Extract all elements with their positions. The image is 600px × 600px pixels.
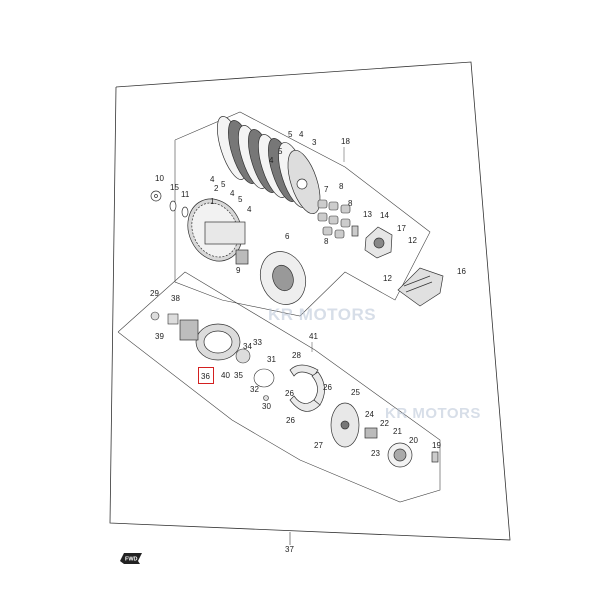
part-label: 4 [210,175,215,184]
part-label: 9 [236,266,241,275]
part-label: 4 [230,189,235,198]
part-label: 33 [253,338,262,347]
clutch-pack-frame [174,111,431,317]
part-label: 2 [214,184,219,193]
part-label: 26 [286,416,295,425]
part-label: 10 [155,174,164,183]
part-label: 4 [269,156,274,165]
part-label: 29 [150,289,159,298]
part-label: 3 [312,138,317,147]
part-label: 14 [380,211,389,220]
highlighted-part-label: 36 [201,372,210,381]
part-label: 26 [323,383,332,392]
fwd-arrow-icon: FWD [120,553,142,564]
part-label: 28 [292,351,301,360]
part-label: 24 [365,410,374,419]
part-label: 20 [409,436,418,445]
clutch-plate-stack [217,116,321,214]
part-label: 34 [243,342,252,351]
clutch-drum [179,319,241,361]
lower-assembly-frame [117,271,441,503]
part-label: 35 [234,371,243,380]
part-label: 30 [262,402,271,411]
part-label: 21 [393,427,402,436]
part-label: 12 [383,274,392,283]
part-label: 38 [171,294,180,303]
part-label: 5 [238,195,243,204]
part-label: 15 [170,183,179,192]
clutch-housing [187,198,249,265]
part-label: 5 [288,130,293,139]
part-label: 8 [324,237,329,246]
part-label: 27 [314,441,323,450]
part-label: 16 [457,267,466,276]
brake-shoes [289,364,325,412]
part-label: 8 [348,199,353,208]
part-label: 17 [397,224,406,233]
part-label: 4 [247,205,252,214]
assembly-frame [109,61,511,541]
part-label: 4 [299,130,304,139]
part-label: 1 [210,197,215,206]
part-label: 5 [278,147,283,156]
lifter-plate [351,225,393,259]
drive-plate [330,402,439,468]
part-label: 32 [250,385,259,394]
part-label: 22 [380,419,389,428]
pressure-plate [260,251,306,305]
watermark: KR MOTORS [385,405,481,422]
part-label: 13 [363,210,372,219]
assembly-label: 37 [285,545,294,554]
part-label: 7 [324,185,329,194]
cover-plate [397,267,444,307]
part-label: 6 [285,232,290,241]
part-label: 25 [351,388,360,397]
part-label: 8 [339,182,344,191]
part-label: 12 [408,236,417,245]
part-label: 26 [285,389,294,398]
part-label: 41 [309,332,318,341]
washer-group [150,190,189,218]
clutch-springs [317,199,351,239]
highlighted-part-callout[interactable]: 36 [198,367,214,384]
part-label: 40 [221,371,230,380]
small-hardware [150,311,275,401]
part-label: 23 [371,449,380,458]
part-label: 5 [221,180,226,189]
part-label: 39 [155,332,164,341]
part-label: 19 [432,441,441,450]
part-label: 11 [181,190,190,199]
part-label: 18 [341,137,350,146]
part-label: 31 [267,355,276,364]
fwd-label: FWD [125,557,138,563]
watermark: KR MOTORS [268,305,377,324]
